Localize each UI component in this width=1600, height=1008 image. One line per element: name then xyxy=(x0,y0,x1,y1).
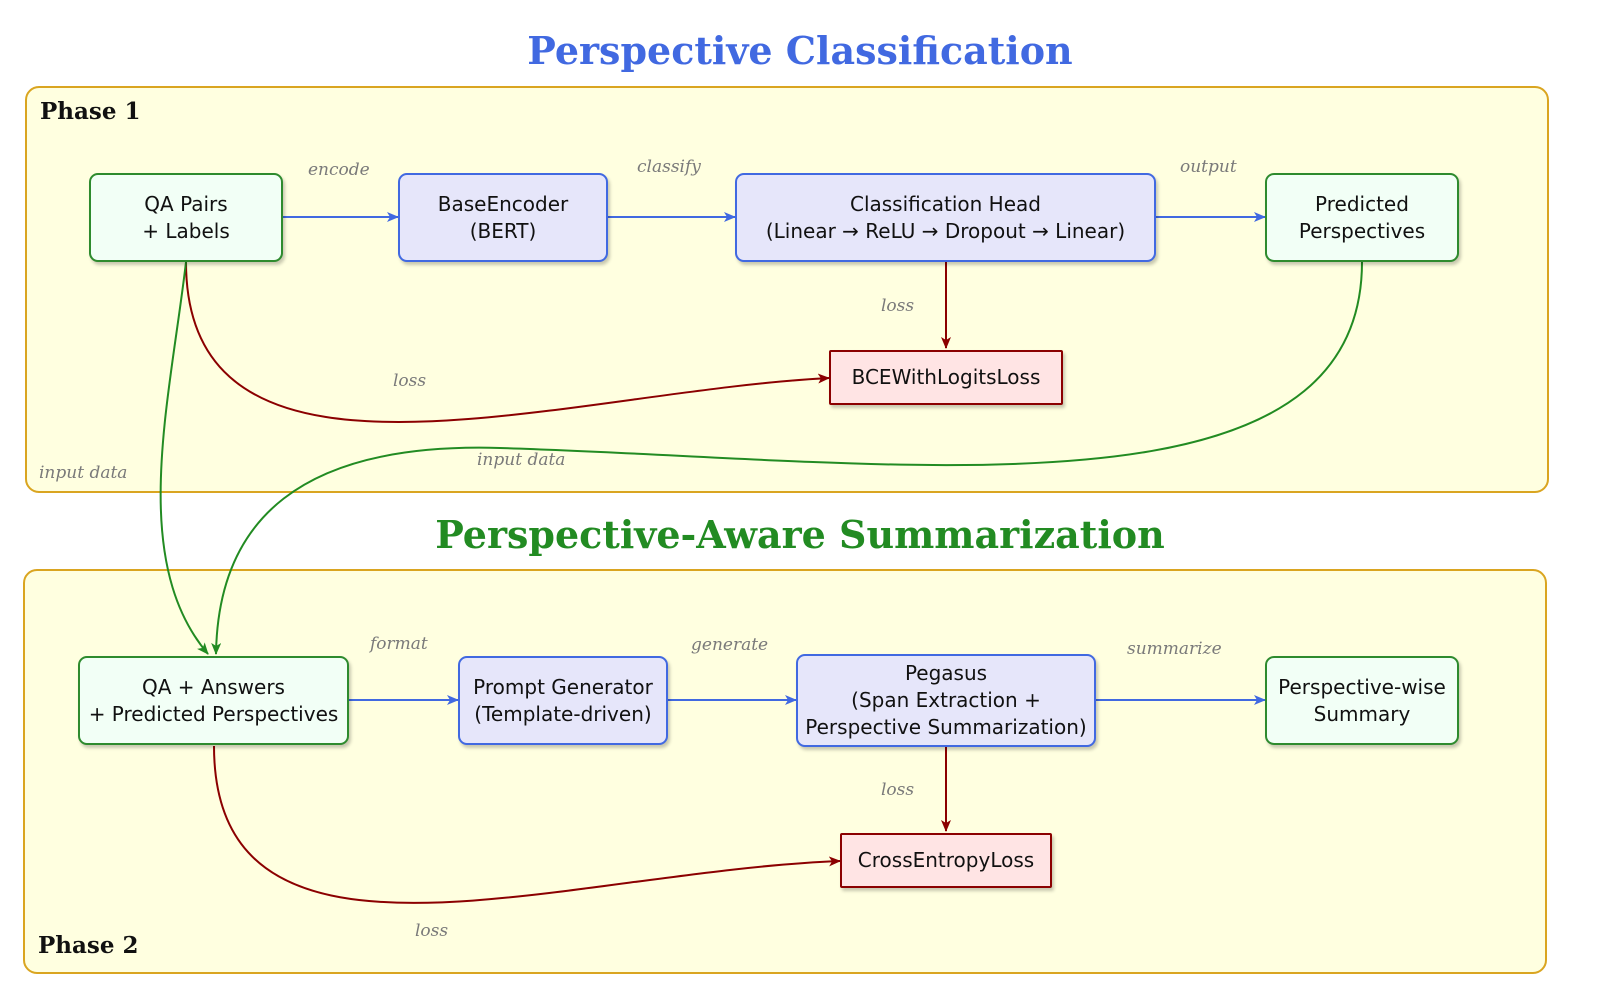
edge-input-data-right xyxy=(211,261,1363,655)
pegasus-node: Pegasus (Span Extraction + Perspective S… xyxy=(796,654,1096,747)
edge-label-output: output xyxy=(1180,157,1237,177)
edge-input-data-left xyxy=(159,261,209,655)
phase1-title: Perspective Classification xyxy=(527,28,1073,73)
edge-label-head-loss: loss xyxy=(881,296,915,316)
edge-label-format: format xyxy=(370,634,428,654)
summary-node: Perspective-wise Summary xyxy=(1265,656,1459,745)
classification-head-node: Classification Head (Linear → ReLU → Dro… xyxy=(735,173,1156,262)
edge-label-input-data-right: input data xyxy=(477,450,566,470)
edge-label-pegasus-loss: loss xyxy=(881,780,915,800)
edge-answers-loss xyxy=(213,745,841,904)
phase2-container xyxy=(23,569,1547,974)
edge-label-classify: classify xyxy=(637,157,701,177)
edge-label-labels-loss: loss xyxy=(393,371,427,391)
edge-label-encode: encode xyxy=(308,160,370,180)
bce-loss-node: BCEWithLogitsLoss xyxy=(829,350,1063,405)
phase1-container xyxy=(25,86,1549,493)
edge-label-answers-loss: loss xyxy=(415,921,449,941)
edge-label-input-data-left: input data xyxy=(39,463,128,483)
predicted-perspectives-node: Predicted Perspectives xyxy=(1265,173,1459,262)
ce-loss-node: CrossEntropyLoss xyxy=(840,833,1052,888)
edge-label-summarize: summarize xyxy=(1127,639,1222,659)
edge-labels-loss xyxy=(185,261,830,424)
phase2-label: Phase 2 xyxy=(38,932,139,959)
phase1-label: Phase 1 xyxy=(40,98,141,125)
phase2-title: Perspective-Aware Summarization xyxy=(435,512,1165,557)
prompt-generator-node: Prompt Generator (Template-driven) xyxy=(458,656,668,745)
qa-answers-node: QA + Answers + Predicted Perspectives xyxy=(78,656,349,745)
edge-label-generate: generate xyxy=(691,635,769,655)
base-encoder-node: BaseEncoder (BERT) xyxy=(398,173,608,262)
qa-pairs-node: QA Pairs + Labels xyxy=(89,173,283,262)
